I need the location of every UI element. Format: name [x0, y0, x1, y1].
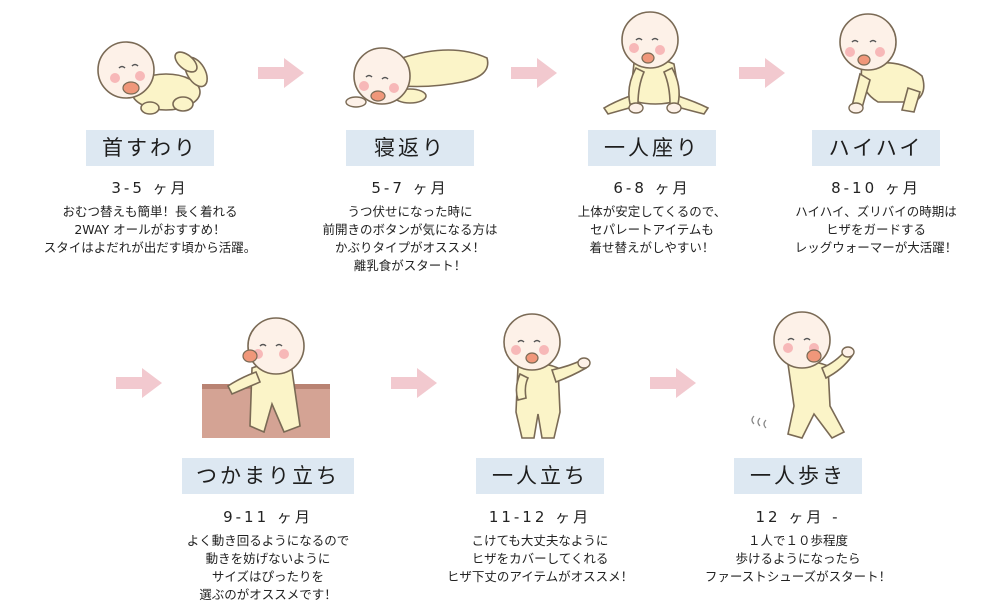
stage-description: １人で１０歩程度 歩けるようになったら ファーストシューズがスタート！ [678, 532, 918, 586]
description-line: レッグウォーマーが大活躍！ [794, 240, 958, 255]
stage-label: 一人歩き [734, 458, 862, 494]
description-line: よく動き回るようになるので [186, 533, 350, 548]
stage-label: 首すわり [86, 130, 214, 166]
description-line: ヒザをガードする [825, 222, 926, 237]
description-line: 歩けるようになったら [735, 551, 861, 566]
baby-holding-furniture-illustration [202, 317, 330, 438]
description-line: 着せ替えがしやすい！ [589, 240, 715, 255]
baby-lying-back-illustration [97, 41, 208, 115]
stage-label: ハイハイ [812, 130, 940, 166]
stage-age: 9-11 ヶ月 [223, 508, 313, 526]
stage-label: 一人立ち [476, 458, 604, 494]
stage-description: おむつ替えも簡単！長く着れる 2WAY オールがおすすめ！ スタイはよだれが出だ… [20, 203, 280, 257]
stage-age: 5-7 ヶ月 [371, 179, 449, 197]
description-line: 動きを妨げないように [205, 551, 331, 566]
baby-crawling-illustration [839, 13, 925, 114]
stage-age: 12 ヶ月 - [755, 508, 841, 526]
arrow-right-icon [116, 368, 162, 398]
stage-age: 8-10 ヶ月 [831, 179, 921, 197]
description-line: おむつ替えも簡単！長く着れる [62, 204, 238, 219]
arrow-right-icon [650, 368, 696, 398]
description-line: かぶりタイプがオススメ！ [334, 240, 485, 255]
description-line: ヒザ下丈のアイテムがオススメ！ [446, 569, 634, 584]
description-line: スタイはよだれが出だす頃から活躍。 [43, 240, 257, 255]
arrow-right-icon [739, 58, 785, 88]
description-line: 前開きのボタンが気になる方は [322, 222, 498, 237]
stage-description: ハイハイ、ズリバイの時期は ヒザをガードする レッグウォーマーが大活躍！ [766, 203, 986, 257]
description-line: うつ伏せになった時に [347, 204, 473, 219]
stage-description: うつ伏せになった時に 前開きのボタンが気になる方は かぶりタイプがオススメ！ 離… [290, 203, 530, 275]
stage-description: 上体が安定してくるので、 セパレートアイテムも 着せ替えがしやすい！ [542, 203, 762, 257]
stage-label: つかまり立ち [182, 458, 354, 494]
description-line: ハイハイ、ズリバイの時期は [795, 204, 957, 219]
description-line: サイズはぴったりを [211, 569, 325, 584]
baby-standing-illustration [503, 313, 591, 439]
description-line: 2WAY オールがおすすめ！ [74, 222, 226, 237]
arrow-right-icon [258, 58, 304, 88]
description-line: ファーストシューズがスタート！ [704, 569, 892, 584]
description-line: ヒザをカバーしてくれる [471, 551, 609, 566]
stage-description: よく動き回るようになるので 動きを妨げないように サイズはぴったりを 選ぶのがオ… [148, 532, 388, 604]
arrow-right-icon [391, 368, 437, 398]
description-line: こけても大丈夫なように [471, 533, 609, 548]
description-line: 離乳食がスタート！ [353, 258, 467, 273]
description-line: 選ぶのがオススメです！ [199, 587, 337, 602]
arrow-right-icon [511, 58, 557, 88]
stage-age: 6-8 ヶ月 [613, 179, 691, 197]
description-line: セパレートアイテムも [590, 222, 714, 237]
stage-label: 寝返り [346, 130, 474, 166]
baby-sitting-illustration [602, 11, 710, 115]
stage-description: こけても大丈夫なように ヒザをカバーしてくれる ヒザ下丈のアイテムがオススメ！ [420, 532, 660, 586]
description-line: １人で１０歩程度 [747, 533, 848, 548]
baby-walking-illustration [751, 311, 855, 440]
description-line: 上体が安定してくるので、 [577, 204, 727, 219]
baby-rolling-over-illustration [345, 47, 489, 108]
stage-age: 11-12 ヶ月 [488, 508, 592, 526]
stage-age: 3-5 ヶ月 [111, 179, 189, 197]
stage-label: 一人座り [588, 130, 716, 166]
